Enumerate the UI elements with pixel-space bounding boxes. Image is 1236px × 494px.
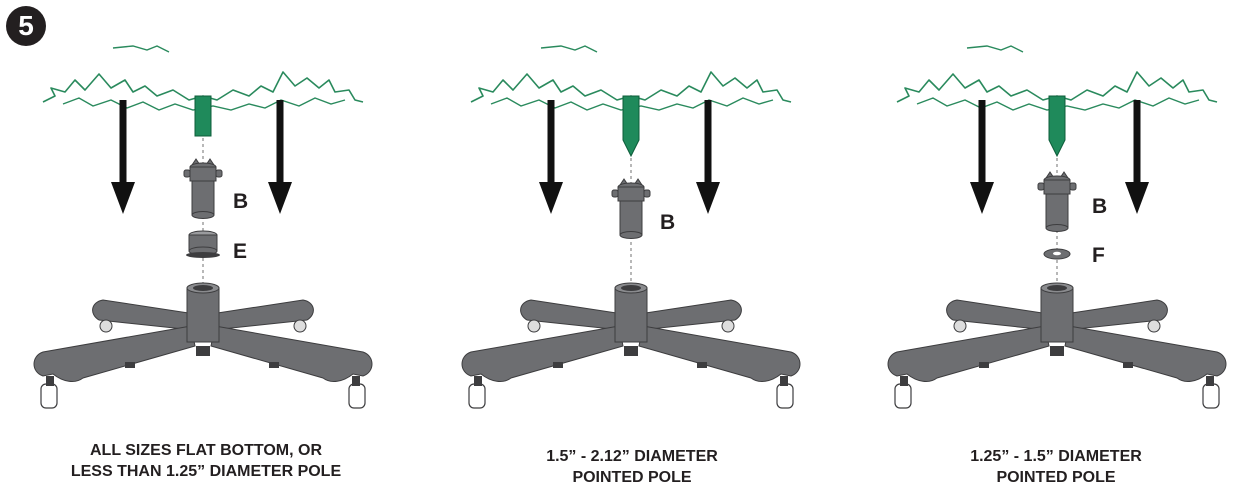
sleeve-part-e-icon (186, 230, 220, 258)
down-arrow-icon (1125, 100, 1149, 214)
down-arrow-icon (970, 100, 994, 214)
part-label-e: E (233, 240, 248, 263)
panel-3-illustration (887, 45, 1227, 409)
stand-base-icon (461, 282, 801, 409)
stand-base-icon (887, 282, 1227, 409)
panel-1-illustration (33, 45, 373, 409)
part-label-b: B (233, 190, 249, 213)
panel-2-illustration (461, 45, 801, 409)
part-label-f: F (1092, 244, 1105, 267)
step-number-badge: 5 (6, 6, 46, 46)
down-arrow-icon (268, 100, 292, 214)
collar-part-b-icon (1037, 171, 1077, 232)
collar-part-b-icon (183, 158, 223, 219)
down-arrow-icon (111, 100, 135, 214)
down-arrow-icon (539, 100, 563, 214)
washer-part-f-icon (1043, 248, 1071, 260)
stand-base-icon (33, 282, 373, 409)
tree-pole-icon (622, 95, 640, 300)
collar-part-b-icon (611, 178, 651, 239)
down-arrow-icon (696, 100, 720, 214)
part-label-b: B (1092, 195, 1108, 218)
tree-pole-icon (1048, 95, 1066, 300)
part-label-b: B (660, 211, 676, 234)
